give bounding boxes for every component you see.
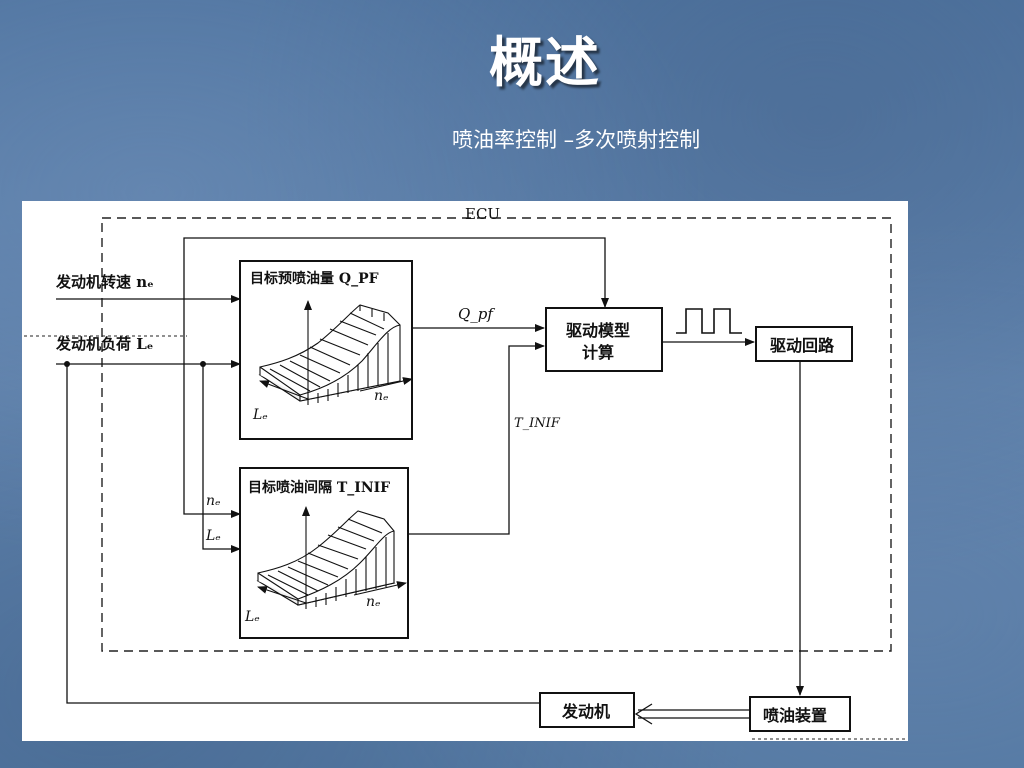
drive-circuit-block: [755, 326, 853, 362]
map-inif-axis-le: Lₑ: [244, 609, 260, 625]
engine-feedback-line: [66, 364, 540, 704]
input-load-label: 发动机负荷 Lₑ: [55, 335, 153, 353]
t-inif-label: T_INIF: [514, 416, 561, 431]
inif-input-le: Lₑ: [205, 528, 221, 544]
map-pf-surface: [258, 300, 413, 405]
map-pf-title: 目标预喷油量 Q_PF: [250, 270, 379, 287]
slide-subtitle: 喷油率控制 –多次喷射控制: [452, 128, 701, 152]
injector-label: 喷油装置: [763, 706, 827, 725]
diagram-figure: ECU 发动机转速 nₑ 发动机负荷 Lₑ 目标预喷油量 Q_PF Lₑ nₑ …: [22, 201, 908, 741]
speed-branch-inif: [183, 299, 241, 518]
engine-block: [539, 692, 635, 728]
drive-model-label-2: 计算: [582, 343, 614, 362]
q-pf-label: Q_pf: [458, 305, 495, 323]
engine-label: 发动机: [561, 702, 610, 721]
map-inif-axis-ne: nₑ: [366, 594, 380, 610]
drive-model-block: [545, 307, 663, 372]
diagram-svg: ECU 发动机转速 nₑ 发动机负荷 Lₑ 目标预喷油量 Q_PF Lₑ nₑ …: [24, 205, 908, 740]
speed-branch-top: [183, 237, 609, 308]
map-inif-surface: [256, 506, 407, 609]
injector-to-engine-arrowhead: [634, 703, 653, 725]
map-pf-axis-ne: nₑ: [374, 388, 388, 404]
input-speed-label: 发动机转速 nₑ: [55, 273, 154, 291]
injector-block: [749, 696, 851, 732]
map-pf-axis-le: Lₑ: [252, 407, 268, 423]
map-inif-title: 目标喷油间隔 T_INIF: [248, 479, 390, 496]
t-inif-line: [408, 342, 545, 535]
slide-title: 概述: [489, 30, 601, 94]
drive-model-label-1: 驱动模型: [566, 321, 630, 340]
ecu-boundary: [101, 217, 892, 652]
inif-input-ne: nₑ: [206, 493, 220, 509]
drive-circuit-label: 驱动回路: [770, 336, 835, 355]
load-junction: [200, 361, 206, 367]
pulse-waveform: [676, 308, 742, 334]
load-branch-inif: [202, 364, 241, 553]
ecu-label: ECU: [465, 205, 500, 223]
